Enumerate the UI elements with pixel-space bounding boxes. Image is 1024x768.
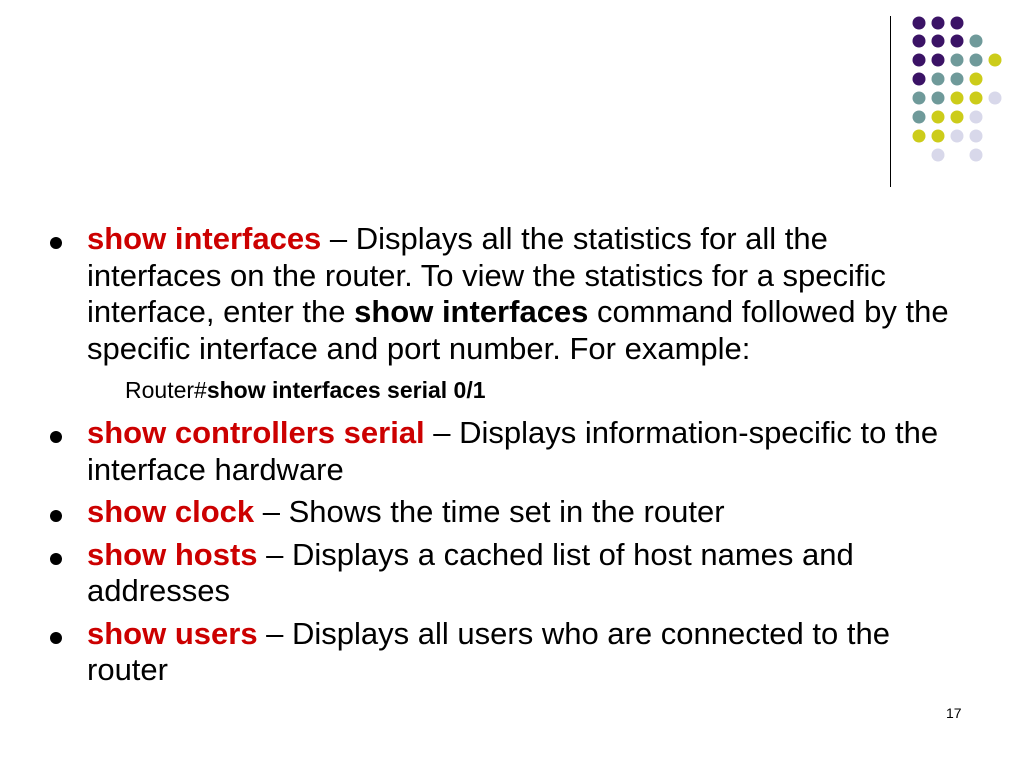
- decorative-dot: [931, 110, 945, 124]
- decorative-dot: [950, 129, 964, 143]
- decorative-dot: [950, 72, 964, 86]
- decorative-dot: [988, 53, 1002, 67]
- bullet-show-clock: show clock – Shows the time set in the r…: [50, 494, 950, 531]
- decorative-dot: [912, 72, 926, 86]
- decorative-dot: [931, 53, 945, 67]
- bullet-show-hosts: show hosts – Displays a cached list of h…: [50, 537, 950, 610]
- decorative-dot: [969, 72, 983, 86]
- slide-number: 17: [946, 705, 962, 721]
- bullet-dot-icon: [50, 431, 62, 443]
- decorative-dot: [950, 110, 964, 124]
- decorative-dot: [912, 91, 926, 105]
- bullet-text: – Displays all the statistics for all th…: [87, 221, 886, 329]
- bullet-text: – Displays a cached list of host names a…: [87, 536, 854, 609]
- decorative-dot: [931, 72, 945, 86]
- bullet-dot-icon: [50, 237, 62, 249]
- bullet-show-controllers-serial: show controllers serial – Displays infor…: [50, 415, 950, 488]
- decorative-dot: [950, 16, 964, 30]
- bullet-text: – Displays information-specific to the i…: [87, 415, 939, 487]
- decorative-dot: [969, 34, 983, 48]
- bullet-text: – Displays all users who are connected t…: [87, 615, 890, 688]
- bullet-show-users: show users – Displays all users who are …: [50, 616, 950, 689]
- bullet-dot-icon: [50, 631, 62, 644]
- decorative-dot: [912, 34, 926, 48]
- command-name: show interfaces: [87, 221, 322, 256]
- router-prompt: Router#: [125, 377, 207, 403]
- decorative-dot: [969, 91, 983, 105]
- command-name: show clock: [87, 494, 255, 529]
- decorative-dot: [912, 16, 926, 30]
- decorative-dot: [950, 91, 964, 105]
- decorative-dot: [988, 91, 1002, 105]
- vertical-divider-line: [890, 16, 891, 187]
- decorative-dot: [969, 110, 983, 124]
- command-name: show hosts: [87, 536, 258, 572]
- decorative-dot: [931, 148, 945, 162]
- bullet-dot-icon: [50, 510, 62, 522]
- decorative-dot: [912, 53, 926, 67]
- command-name: show users: [87, 615, 258, 651]
- bullet-dot-icon: [50, 552, 62, 565]
- decorative-dot: [950, 53, 964, 67]
- decorative-dot: [969, 148, 983, 162]
- decorative-dot: [931, 129, 945, 143]
- bullet-text-continued: command followed by the specific interfa…: [87, 294, 949, 366]
- decorative-dot: [950, 34, 964, 48]
- command-name: show controllers serial: [87, 415, 425, 450]
- example-command: show interfaces serial 0/1: [206, 377, 486, 403]
- decorative-dot: [931, 16, 945, 30]
- decorative-dot-grid: [912, 16, 1002, 162]
- slide-body: show interfaces – Displays all the stati…: [50, 221, 950, 695]
- decorative-dot: [969, 53, 983, 67]
- example-command-line: Router#show interfaces serial 0/1: [50, 375, 950, 405]
- bullet-text: – Shows the time set in the router: [254, 494, 725, 529]
- decorative-dot: [912, 110, 926, 124]
- inline-command: show interfaces: [354, 294, 589, 329]
- decorative-dot: [912, 129, 926, 143]
- decorative-dot: [931, 91, 945, 105]
- decorative-dot: [969, 129, 983, 143]
- bullet-show-interfaces: show interfaces – Displays all the stati…: [50, 221, 950, 367]
- decorative-dot: [931, 34, 945, 48]
